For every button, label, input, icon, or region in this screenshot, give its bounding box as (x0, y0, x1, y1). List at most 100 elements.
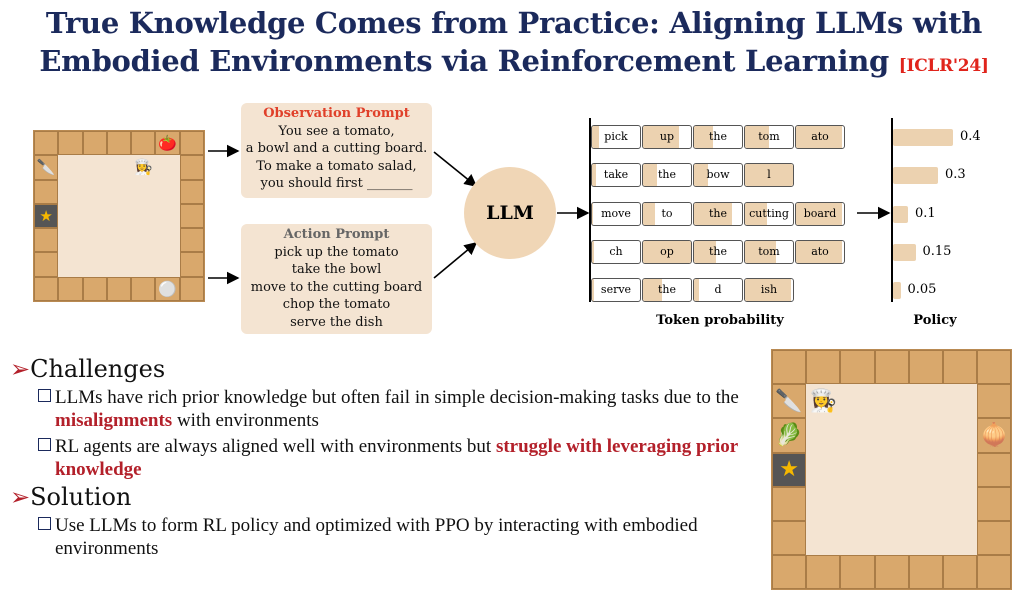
solution-bullet-1: Use LLMs to form RL policy and optimized… (10, 514, 775, 560)
floor-tile (106, 179, 132, 204)
floor-tile (908, 418, 943, 453)
prompt-line: To make a tomato salad, (256, 158, 417, 174)
counter-tile (942, 350, 978, 385)
token-probability-fill (643, 164, 658, 187)
slide-title: True Knowledge Comes from Practice: Alig… (0, 4, 1028, 85)
llm-label: LLM (486, 202, 534, 224)
counter-tile (58, 276, 83, 302)
diagram-arrows (208, 118, 893, 302)
counter-tile (34, 228, 59, 253)
counter-tile (106, 131, 132, 156)
token-probability-fill (745, 279, 791, 302)
floor-tile (58, 155, 83, 180)
token-probability-fill (694, 126, 714, 148)
floor-tile (58, 203, 83, 229)
token-text: tom (758, 130, 780, 143)
floor-tile (874, 452, 909, 487)
counter-tile (179, 131, 205, 156)
floor-tile (806, 520, 841, 556)
counter-tile (874, 555, 909, 590)
counter-tile (772, 555, 807, 590)
counter-tile (58, 131, 83, 156)
solution-heading: ➢Solution (10, 483, 132, 511)
floor-tile (874, 418, 909, 453)
title-line-1: True Knowledge Comes from Practice: Alig… (45, 6, 983, 40)
counter-tile (772, 520, 807, 556)
policy-value-label: 0.1 (915, 205, 936, 221)
kitchen-environment-small: 🍅🔪👩‍🍳★⚪ (33, 130, 206, 303)
token-box: d (693, 278, 743, 303)
policy-value-label: 0.4 (960, 129, 981, 144)
counter-tile (179, 203, 205, 229)
policy-bar (893, 243, 916, 261)
prompt-line: move to the cutting board (250, 279, 423, 295)
token-box: tom (744, 239, 794, 264)
counter-tile (840, 555, 875, 590)
challenges-heading: ➢Challenges (10, 355, 166, 383)
floor-tile (806, 486, 841, 521)
counter-tile (977, 486, 1012, 521)
token-probability-fill (592, 279, 595, 302)
floor-tile (106, 155, 132, 180)
prompt-line: You see a tomato, (278, 123, 395, 139)
floor-tile (82, 203, 107, 229)
counter-tile (806, 350, 841, 385)
policy-bar (893, 129, 953, 146)
token-box: ato (795, 125, 845, 149)
token-text: the (708, 244, 727, 258)
token-text: bow (706, 168, 730, 182)
floor-tile (106, 203, 132, 229)
floor-tile (82, 155, 107, 180)
floor-tile (942, 520, 978, 556)
prompt-line: you should first _______ (260, 176, 413, 191)
token-box: serve (591, 278, 641, 303)
counter-tile (772, 486, 807, 521)
token-text: up (659, 130, 675, 143)
token-probability-fill (694, 240, 716, 263)
token-text: the (708, 130, 727, 143)
floor-tile (58, 179, 83, 204)
floor-tile (874, 384, 909, 419)
bullet-section: ➢Challenges LLMs have rich prior knowled… (10, 355, 770, 560)
counter-tile (179, 155, 205, 180)
token-box: bow (693, 163, 743, 188)
counter-tile (772, 350, 807, 385)
token-probability-fill (643, 240, 691, 263)
onion-icon: 🧅 (980, 422, 1008, 448)
floor-tile (58, 252, 83, 277)
token-box: the (693, 239, 743, 264)
kitchen-environment-large: 🔪👩‍🍳🥬🧅★ (771, 349, 1013, 591)
token-text: to (661, 206, 673, 220)
token-probability-label: Token probability (656, 313, 784, 328)
counter-tile (106, 276, 132, 302)
floor-tile (131, 203, 156, 229)
token-probability-fill (643, 279, 663, 302)
token-probability-fill (745, 164, 793, 187)
counter-tile (131, 276, 156, 302)
floor-tile (155, 252, 180, 277)
token-text: ch (609, 244, 623, 258)
policy-value-label: 0.05 (907, 282, 937, 298)
knife-icon: 🔪 (775, 388, 803, 414)
counter-tile: 🧅 (977, 418, 1012, 453)
token-text: board (803, 206, 837, 220)
policy-bar (893, 167, 938, 185)
token-probability-fill (694, 202, 733, 225)
floor-tile: 👩‍🍳 (131, 155, 156, 180)
token-box: up (642, 125, 692, 149)
policy-label: Policy (913, 313, 957, 328)
action-prompt-heading: Action Prompt (283, 227, 390, 242)
prompt-line: serve the dish (290, 314, 383, 330)
floor-tile (874, 520, 909, 556)
counter-tile (908, 555, 943, 590)
floor-tile (840, 418, 875, 453)
token-probability-fill (643, 202, 655, 225)
floor-tile (155, 228, 180, 253)
prompt-line: a bowl and a cutting board. (245, 141, 428, 156)
floor-tile (942, 452, 978, 487)
counter-tile (34, 179, 59, 204)
token-box: cutting (744, 201, 794, 226)
token-text: l (767, 168, 771, 182)
token-text: pick (604, 130, 628, 143)
lettuce-icon: 🥬 (775, 422, 803, 448)
